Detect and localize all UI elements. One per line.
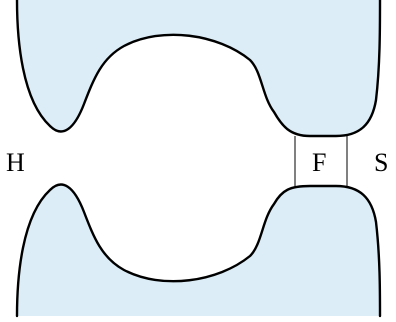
label-right: S: [374, 148, 388, 177]
upper-region: [15, 0, 382, 138]
lower-region: [15, 183, 382, 318]
label-left: H: [6, 148, 25, 177]
label-center: F: [312, 148, 326, 177]
